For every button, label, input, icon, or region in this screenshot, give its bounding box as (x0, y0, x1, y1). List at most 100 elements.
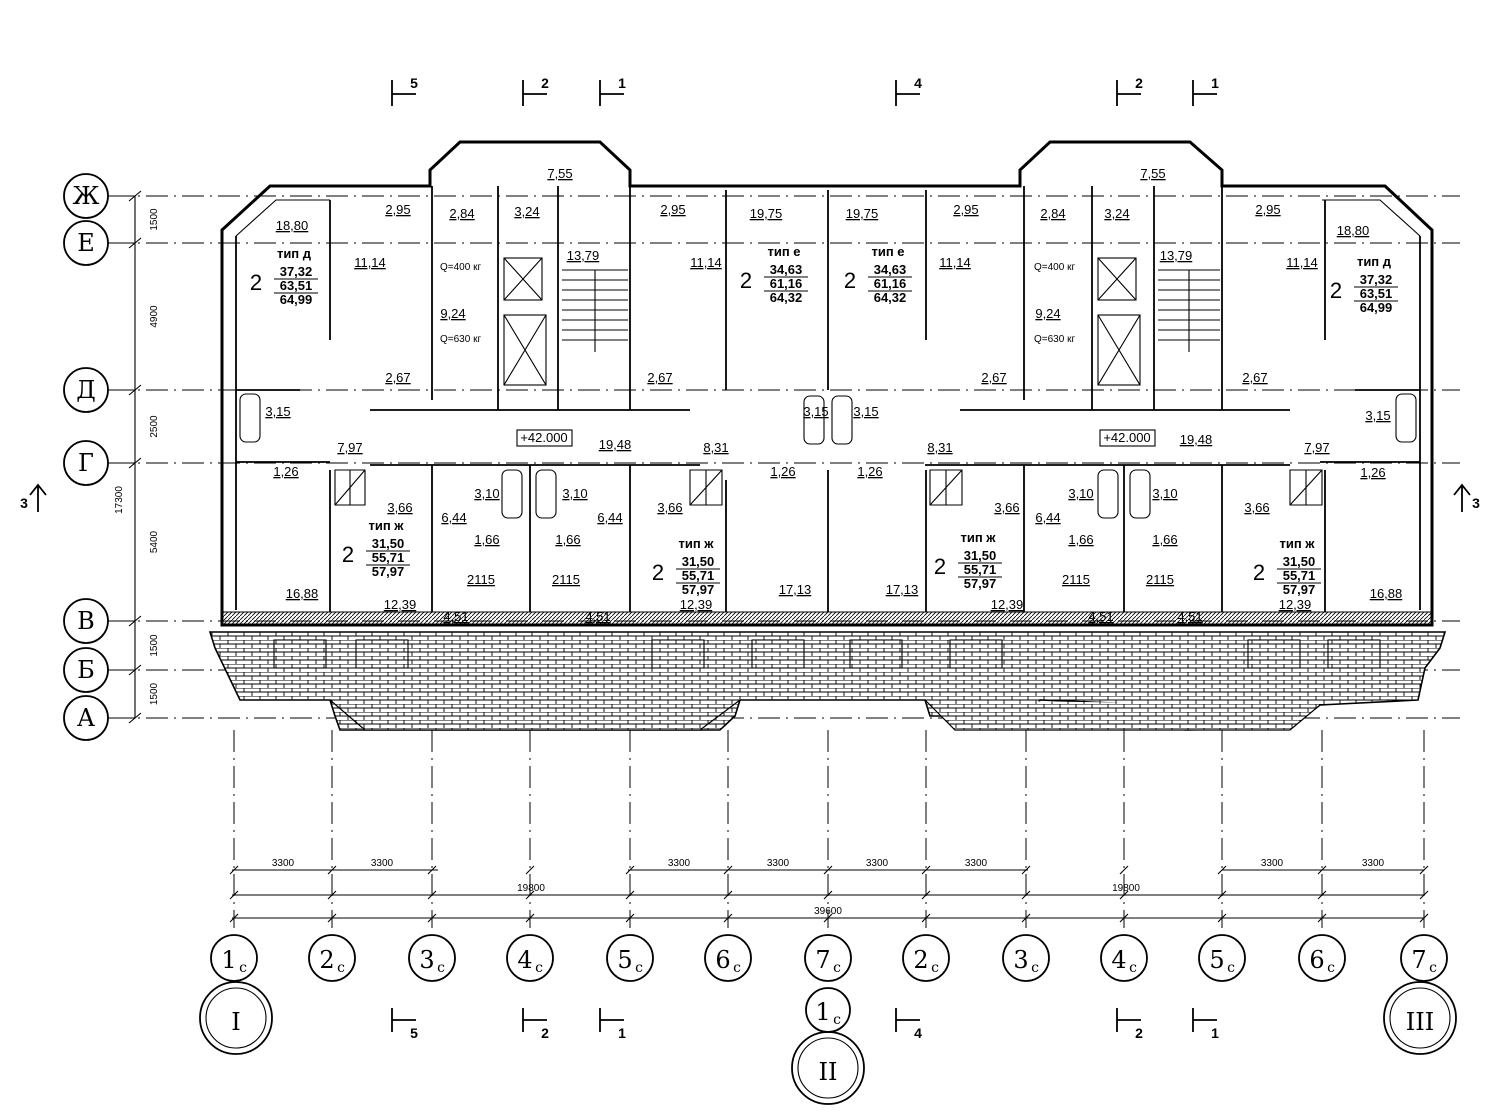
section-cut-mark-bottom: 2 (522, 1008, 549, 1041)
room-area-label: 7,55 (1140, 166, 1165, 181)
room-area-label: 3,10 (474, 486, 499, 501)
apartment-living-area: 31,50 (964, 548, 997, 563)
dimension-3300: 3300 (272, 858, 295, 869)
section-cut-mark-bottom: 1 (599, 1008, 626, 1041)
row-axis-label: Ж (73, 182, 100, 210)
elevation-mark: +42.000 (1103, 430, 1150, 445)
room-area-label: 3,15 (853, 404, 878, 419)
section-cut-number: 5 (410, 75, 418, 91)
row-axis-bubble: А (63, 695, 135, 741)
room-area-label: 1,66 (1068, 532, 1093, 547)
room-area-label: 1,66 (1152, 532, 1177, 547)
room-area-label: 3,10 (1068, 486, 1093, 501)
apartment-area-with-balcony: 57,97 (682, 582, 715, 597)
room-area-label: 2,95 (1255, 202, 1280, 217)
room-area-label: 1,26 (273, 464, 298, 479)
column-axis-number: 3 (1013, 946, 1028, 974)
apartment-room-count: 2 (844, 268, 856, 293)
column-axis-number: 7 (1411, 946, 1426, 974)
apartment-type: тип е (767, 244, 800, 259)
apartment-living-area: 37,32 (280, 264, 313, 279)
room-area-label: 1,26 (857, 464, 882, 479)
apartment-room-count: 2 (652, 560, 664, 585)
apartment-total-area: 61,16 (874, 276, 907, 291)
room-area-label: 2,67 (981, 370, 1006, 385)
room-area-label: 2,84 (449, 206, 474, 221)
dimension-3300: 3300 (371, 858, 394, 869)
column-axis-number: 1 (221, 946, 236, 974)
room-area-label: 3,15 (265, 404, 290, 419)
section-cut-mark-bottom: 2 (1116, 1008, 1143, 1041)
room-area-label: 1,26 (1360, 465, 1385, 480)
room-area-label: 3,15 (803, 404, 828, 419)
apartment-room-count: 2 (934, 554, 946, 579)
column-axis-subscript: с (337, 960, 345, 976)
room-area-label: 3,66 (994, 500, 1019, 515)
column-axis-subscript: с (1031, 960, 1039, 976)
apartment-living-area: 34,63 (770, 262, 803, 277)
apartment-room-count: 2 (1330, 278, 1342, 303)
section-cut-number: 2 (1135, 1025, 1143, 1041)
dimension-3300: 3300 (767, 858, 790, 869)
dimension-39600: 39600 (814, 906, 842, 917)
room-area-label: 16,88 (286, 586, 319, 601)
section-cut-mark-top: 2 (522, 75, 549, 106)
room-area-label: 13,79 (567, 248, 600, 263)
column-axis-subscript: с (437, 960, 445, 976)
apartment-room-count: 2 (342, 542, 354, 567)
section-cut-number: 2 (1135, 75, 1143, 91)
apartment-total-area: 55,71 (682, 568, 715, 583)
room-area-label: 18,80 (276, 218, 309, 233)
room-area-label: 19,48 (599, 437, 632, 452)
row-axis-label: Г (78, 449, 94, 477)
room-area-label: 18,80 (1337, 223, 1370, 238)
apartment-total-area: 63,51 (280, 278, 313, 293)
section-number: I (231, 1008, 240, 1036)
row-dimension-value: 1500 (149, 682, 160, 705)
room-area-label: 12,39 (384, 597, 417, 612)
section-cut-number: 2 (541, 1025, 549, 1041)
section-number: II (819, 1058, 838, 1086)
section-cut-number: 2 (541, 75, 549, 91)
room-area-label: 2115 (1146, 572, 1174, 587)
apartment-total-area: 55,71 (1283, 568, 1316, 583)
room-area-label: 3,10 (562, 486, 587, 501)
apartment-total-area: 55,71 (372, 550, 405, 565)
column-axis-subscript: с (1227, 960, 1235, 976)
section-cut-mark-top: 1 (1192, 75, 1219, 106)
side-section-cut-right: 3 (1453, 483, 1480, 512)
dimension-3300: 3300 (668, 858, 691, 869)
apartment-area-with-balcony: 64,32 (874, 290, 907, 305)
column-axis-number: 1 (815, 998, 830, 1026)
lift-capacity-label: Q=400 кг (1034, 262, 1075, 273)
room-area-label: 12,39 (680, 597, 713, 612)
row-axis-label: Е (77, 229, 95, 257)
room-area-label: 2115 (467, 572, 495, 587)
apartment-type: тип д (277, 246, 312, 261)
room-area-label: 7,97 (1304, 440, 1329, 455)
column-axis-subscript: с (833, 1012, 841, 1028)
room-area-label: 4,51 (585, 609, 610, 624)
column-axis-subscript: с (931, 960, 939, 976)
row-dimension-value: 5400 (149, 530, 160, 553)
room-area-label: 11,14 (354, 255, 386, 270)
apartment-living-area: 31,50 (372, 536, 405, 551)
apartment-area-with-balcony: 64,99 (280, 292, 313, 307)
room-area-label: 17,13 (779, 582, 812, 597)
room-area-label: 8,31 (703, 440, 728, 455)
section-cut-mark-top: 4 (895, 75, 922, 106)
room-area-label: 1,26 (770, 464, 795, 479)
room-area-label: 17,13 (886, 582, 919, 597)
